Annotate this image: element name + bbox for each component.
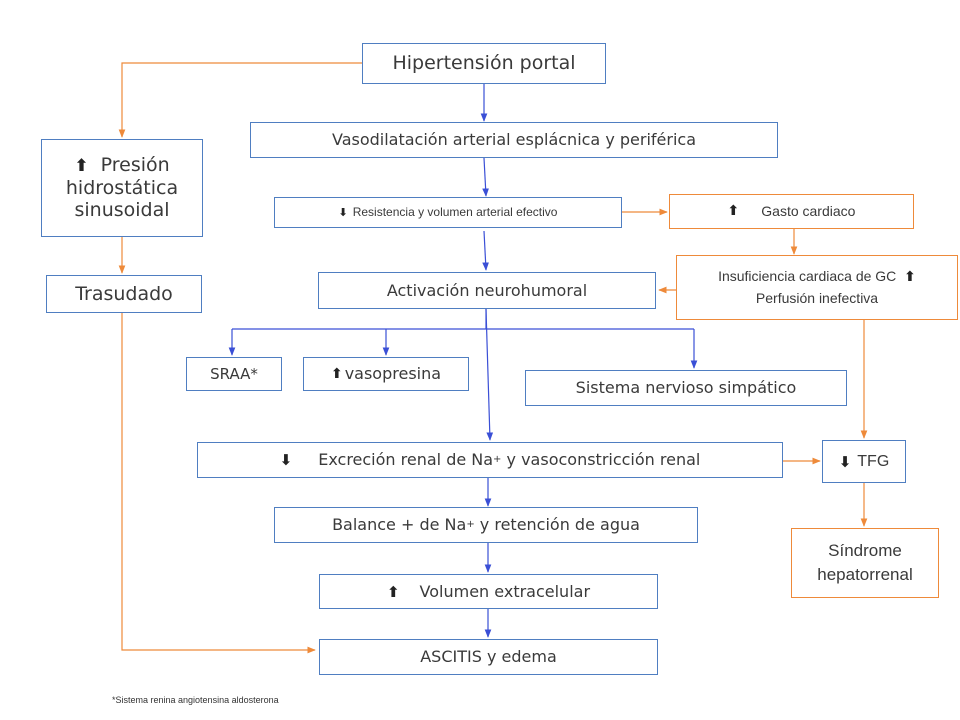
arrow-activacion-excrecion [485, 308, 494, 441]
node-label: Perfusión inefectiva [755, 290, 879, 306]
node-label: sinusoidal [74, 199, 170, 222]
node-label: y retención de agua [474, 515, 640, 535]
node-label: Hipertensión portal [392, 52, 576, 75]
node-label: Resistencia y volumen arterial efectivo [352, 205, 558, 220]
node-label: TFG [857, 452, 890, 470]
node-label: Presión [100, 153, 170, 176]
node-resistencia: ⬇ Resistencia y volumen arterial efectiv… [274, 197, 622, 228]
arrow-trasudado-ascitis [121, 313, 316, 654]
node-trasudado: Trasudado [46, 275, 202, 313]
arrow-up-icon: ⬆ [330, 365, 343, 382]
node-label: Síndrome [828, 540, 902, 560]
node-sraa: SRAA* [186, 357, 282, 391]
arrow-up-icon: ⬆ [727, 203, 740, 220]
node-label: Activación neurohumoral [386, 280, 588, 300]
arrow-down-icon: ⬇ [338, 205, 348, 219]
node-vasopresina: ⬆ vasopresina [303, 357, 469, 391]
arrow-down-icon: ⬇ [279, 451, 293, 469]
arrow-down-icon: ⬇ [838, 452, 852, 471]
node-label: hepatorrenal [817, 565, 913, 584]
node-label: ASCITIS y edema [420, 647, 557, 667]
node-label: Sistema nervioso simpático [575, 378, 797, 398]
footnote: *Sistema renina angiotensina aldosterona [112, 695, 279, 705]
superscript-plus: + [493, 454, 502, 465]
node-insuficiencia-cardiaca: Insuficiencia cardiaca de GC ⬆ Perfusión… [676, 255, 958, 320]
node-label: Insuficiencia cardiaca de GC [718, 268, 897, 285]
superscript-plus: + [466, 519, 475, 530]
node-label: Trasudado [75, 282, 173, 305]
node-label: Balance + de Na [332, 515, 467, 535]
arrow-vasodilatacion-resistencia [482, 157, 489, 197]
node-hipertension-portal: Hipertensión portal [362, 43, 606, 84]
node-gasto-cardiaco: ⬆ Gasto cardiaco [669, 194, 914, 229]
node-label: y vasoconstricción renal [501, 450, 701, 470]
node-line-1: ⬆ Presión [74, 154, 169, 177]
node-label: Excreción renal de Na [318, 450, 494, 470]
node-line-1: Insuficiencia cardiaca de GC ⬆ [718, 268, 916, 286]
node-volumen-extracelular: ⬆ Volumen extracelular [319, 574, 658, 609]
node-activacion-neurohumoral: Activación neurohumoral [318, 272, 656, 309]
node-tfg: ⬇ TFG [822, 440, 906, 483]
node-ascitis-edema: ASCITIS y edema [319, 639, 658, 675]
node-balance-sodio: Balance + de Na+ y retención de agua [274, 507, 698, 543]
node-label: hidrostática [65, 176, 179, 199]
node-presion-hidrostatica: ⬆ Presión hidrostática sinusoidal [41, 139, 203, 237]
arrow-up-icon: ⬆ [904, 269, 916, 286]
node-sistema-nervioso-simpatico: Sistema nervioso simpático [525, 370, 847, 406]
node-label: Gasto cardiaco [761, 203, 856, 220]
node-excrecion-renal: ⬇ Excreción renal de Na+ y vasoconstricc… [197, 442, 783, 478]
node-label: vasopresina [344, 364, 442, 384]
node-label: Vasodilatación arterial esplácnica y per… [331, 130, 696, 150]
node-sindrome-hepatorrenal: Síndrome hepatorrenal [791, 528, 939, 598]
arrow-resistencia-activacion [482, 230, 489, 271]
arrow-hipertension-presion [118, 62, 362, 138]
node-vasodilatacion: Vasodilatación arterial esplácnica y per… [250, 122, 778, 158]
arrow-up-icon: ⬆ [74, 155, 89, 176]
arrow-up-icon: ⬆ [386, 582, 400, 601]
node-label: SRAA* [210, 365, 258, 383]
node-label: Volumen extracelular [419, 581, 591, 601]
